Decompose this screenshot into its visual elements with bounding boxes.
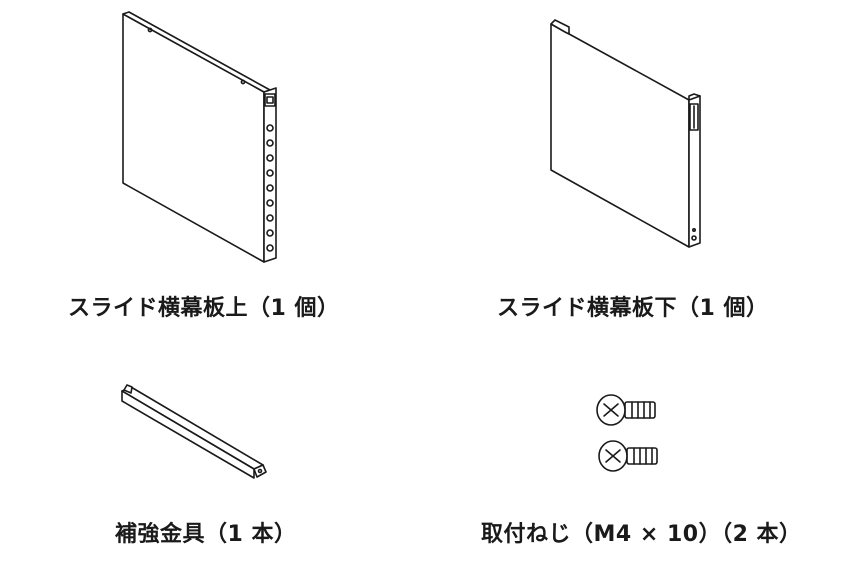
- panel-hole: [266, 199, 274, 207]
- lower-slide-panel-label: スライド横幕板下（1 個）: [497, 296, 769, 321]
- panel-hole: [266, 244, 274, 252]
- upper-slide-panel-label: スライド横幕板上（1 個）: [68, 296, 340, 321]
- panel-hole: [266, 154, 274, 162]
- panel-hole: [266, 214, 274, 222]
- panel-hole: [266, 184, 274, 192]
- panel-hole: [266, 139, 274, 147]
- reinforcement-bracket-label: 補強金具（1 本）: [115, 522, 297, 547]
- mounting-screw-label: 取付ねじ（M4 × 10）（2 本）: [481, 522, 802, 547]
- panel-hole: [266, 229, 274, 237]
- panel-hole: [266, 169, 274, 177]
- panel-hole: [266, 124, 274, 132]
